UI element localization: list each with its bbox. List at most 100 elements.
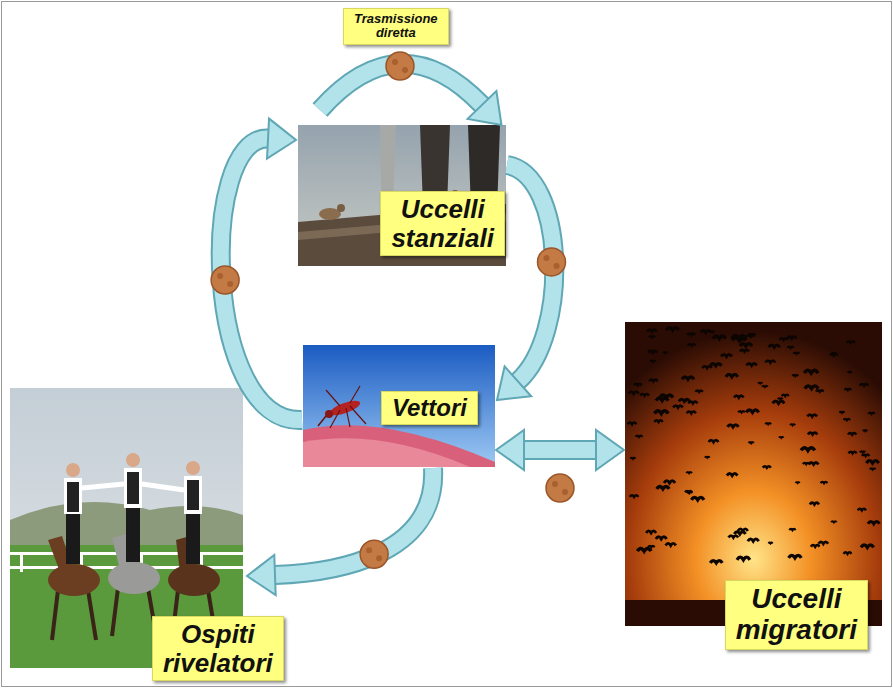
illustration-part bbox=[112, 588, 118, 636]
bird bbox=[848, 433, 856, 435]
bird bbox=[721, 354, 732, 356]
flow-arrow bbox=[247, 468, 433, 595]
virus-dot-body bbox=[546, 474, 574, 502]
illustration-part bbox=[126, 453, 140, 467]
bird bbox=[787, 337, 796, 339]
photo-panel: Uccelli stanziali bbox=[298, 125, 507, 266]
virus-dot-body bbox=[211, 266, 239, 294]
bird bbox=[685, 491, 692, 492]
bird bbox=[845, 389, 851, 390]
illustration-part bbox=[66, 514, 80, 564]
illustration-part bbox=[468, 91, 502, 125]
bird bbox=[682, 377, 694, 379]
illustration-part bbox=[402, 67, 408, 73]
bird bbox=[747, 335, 755, 337]
bird bbox=[679, 399, 690, 401]
virus-dot bbox=[211, 266, 239, 294]
arrow-body bbox=[275, 468, 433, 575]
bird bbox=[749, 442, 754, 443]
bird bbox=[860, 451, 865, 452]
bird bbox=[710, 561, 722, 563]
photo-panel: Ospiti rivelatori bbox=[10, 388, 287, 685]
label-box: Uccelli migratori bbox=[725, 580, 868, 650]
bird bbox=[746, 410, 758, 412]
bird bbox=[819, 542, 828, 544]
bird bbox=[861, 545, 874, 548]
bird bbox=[769, 345, 780, 347]
flow-arrow bbox=[497, 165, 554, 400]
virus-dot bbox=[538, 248, 566, 276]
bird bbox=[660, 395, 673, 398]
bird bbox=[763, 466, 771, 468]
bird bbox=[808, 433, 817, 435]
virus-dot-spot bbox=[562, 489, 568, 495]
arrow-outline bbox=[275, 468, 433, 575]
illustration-part bbox=[48, 564, 100, 596]
photo-panel: Vettori bbox=[303, 345, 495, 467]
bird bbox=[862, 455, 869, 456]
illustration-part bbox=[142, 484, 184, 490]
bird bbox=[773, 401, 785, 403]
bird bbox=[765, 423, 771, 424]
illustration-part bbox=[108, 562, 160, 594]
virus-dot-spot bbox=[366, 547, 372, 553]
bird bbox=[737, 557, 750, 560]
bird bbox=[807, 415, 817, 417]
virus-dot-spot bbox=[376, 555, 382, 561]
bird bbox=[790, 423, 795, 426]
illustration-part bbox=[386, 52, 414, 80]
illustration-part bbox=[346, 408, 350, 427]
bird bbox=[868, 522, 880, 524]
illustration-part bbox=[392, 59, 398, 65]
illustration-part bbox=[303, 345, 495, 467]
bird bbox=[858, 509, 866, 511]
virus-dot bbox=[386, 52, 414, 80]
bird bbox=[655, 411, 669, 414]
bird bbox=[811, 545, 819, 547]
illustration-part bbox=[187, 480, 199, 510]
bird bbox=[664, 481, 675, 483]
label-box: Trasmissione diretta bbox=[343, 8, 449, 45]
bird bbox=[847, 341, 855, 343]
illustration-part bbox=[20, 552, 23, 572]
bird bbox=[686, 472, 692, 473]
bird bbox=[702, 366, 711, 368]
bird bbox=[710, 364, 721, 366]
bird-flock bbox=[628, 328, 880, 563]
bird bbox=[654, 420, 662, 422]
bird bbox=[687, 412, 696, 414]
illustration-part bbox=[303, 425, 495, 467]
illustration-part bbox=[126, 508, 140, 562]
bird bbox=[648, 351, 657, 353]
bird bbox=[870, 468, 876, 469]
label-box: Uccelli stanziali bbox=[380, 191, 505, 256]
virus-dot-spot bbox=[554, 263, 560, 269]
bird bbox=[868, 413, 874, 414]
bird bbox=[748, 539, 759, 541]
virus-dot-spot bbox=[544, 255, 550, 261]
photo-mosquito bbox=[303, 345, 495, 467]
illustration-part bbox=[184, 476, 202, 514]
illustration-part bbox=[66, 463, 80, 477]
bird bbox=[636, 436, 643, 437]
bird bbox=[849, 452, 857, 454]
bird bbox=[778, 397, 783, 400]
illustration-part bbox=[326, 390, 340, 406]
virus-dot-spot bbox=[227, 281, 233, 287]
bird bbox=[821, 482, 828, 483]
bird bbox=[640, 394, 649, 396]
virus-dot-spot bbox=[217, 273, 223, 279]
bird bbox=[637, 548, 651, 551]
arrowhead bbox=[247, 555, 276, 595]
illustration-part bbox=[67, 482, 79, 512]
bird bbox=[830, 354, 837, 355]
virus-dot-body bbox=[360, 540, 388, 568]
arrowhead bbox=[497, 366, 531, 400]
bird bbox=[831, 521, 836, 522]
bird bbox=[734, 532, 745, 534]
bird bbox=[650, 361, 655, 362]
arrow-body bbox=[524, 450, 596, 451]
bird bbox=[805, 386, 818, 389]
bird bbox=[762, 386, 768, 387]
illustration-part bbox=[82, 484, 124, 488]
